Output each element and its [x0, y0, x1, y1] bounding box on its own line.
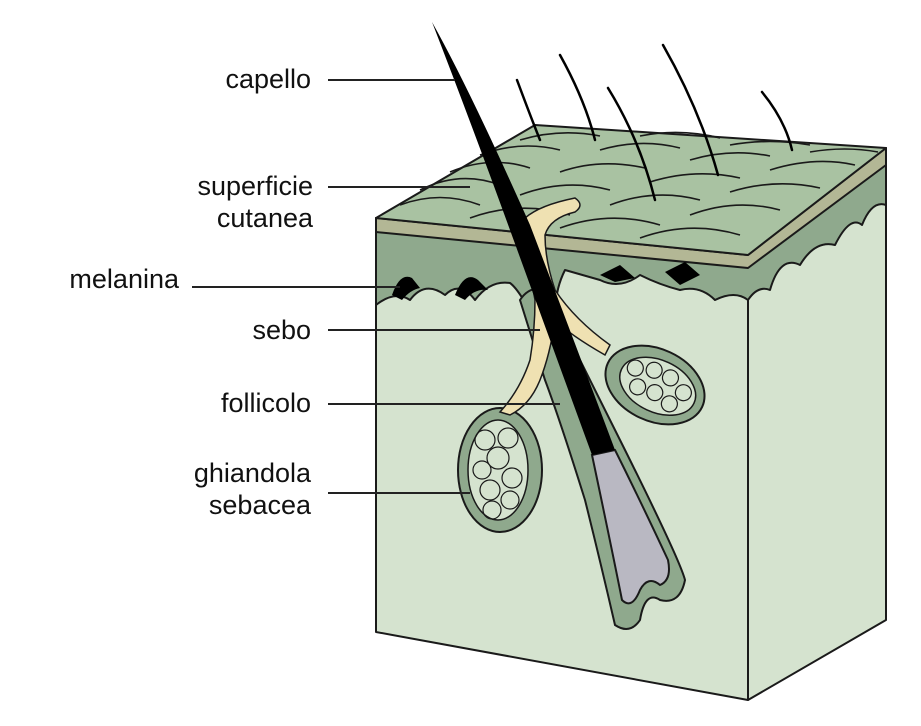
label-capello: capello: [225, 64, 311, 94]
cube-top-face: [375, 124, 887, 256]
label-ghiandola-line1: ghiandola: [193, 458, 311, 488]
sebaceous-gland-right: [604, 344, 706, 426]
label-ghiandola-line2: sebacea: [208, 490, 311, 520]
hair-bulb: [590, 448, 670, 605]
melanin-deposits: [392, 262, 700, 300]
sebaceous-gland-left: [457, 407, 543, 533]
label-superficie-line2: cutanea: [216, 203, 313, 233]
label-follicolo: follicolo: [220, 388, 311, 418]
main-hair: [432, 22, 615, 455]
label-superficie-line1: superficie: [197, 171, 313, 201]
label-sebo: sebo: [252, 315, 311, 345]
surface-hairs: [515, 43, 794, 202]
leader-lines: [192, 79, 560, 494]
label-melanina: melanina: [69, 264, 179, 294]
cube-front-face: [375, 217, 749, 701]
